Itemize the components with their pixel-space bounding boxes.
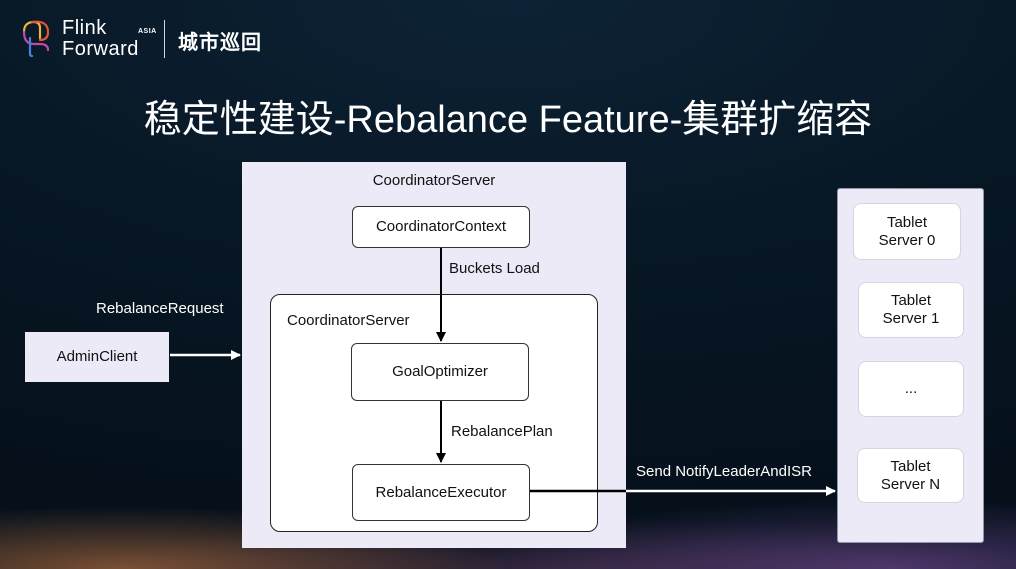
logo-line-2: Forward (62, 38, 139, 60)
tablet-server-n-line1: Tablet (890, 457, 931, 475)
coordinator-context-node: CoordinatorContext (352, 206, 530, 248)
tablet-server-1-line2: Server 1 (882, 310, 940, 327)
logo-divider (164, 20, 165, 58)
logo-city-tour: 城市巡回 (178, 32, 262, 54)
rebalance-plan-label: RebalancePlan (451, 423, 553, 440)
rebalance-request-label: RebalanceRequest (96, 300, 224, 317)
buckets-load-label: Buckets Load (449, 260, 540, 277)
logo-wordmark: Flink Forward (62, 18, 139, 60)
rebalance-executor-node: RebalanceExecutor (352, 464, 530, 521)
tablet-server-ellipsis-line1: ... (904, 380, 918, 397)
send-notify-label: Send NotifyLeaderAndISR (636, 463, 812, 480)
tablet-server-n-line2: Server N (880, 475, 941, 493)
goal-optimizer-node: GoalOptimizer (351, 343, 529, 401)
logo-line-1: Flink (62, 17, 107, 39)
admin-client-node: AdminClient (25, 332, 169, 382)
tablet-server-0-line2: Server 0 (878, 231, 936, 249)
tablet-server-0-line1: Tablet (886, 213, 927, 231)
slide-title: 稳定性建设-Rebalance Feature-集群扩缩容 (143, 99, 873, 141)
flink-forward-logo-icon (22, 20, 50, 58)
tablet-server-ellipsis-node: ... (858, 361, 964, 417)
tablet-server-1-line1: Tablet (890, 292, 931, 309)
logo-asia-tag: ASIA (138, 28, 157, 35)
coordinator-server-outer-label: CoordinatorServer (372, 172, 496, 189)
coordinator-server-inner-label: CoordinatorServer (287, 312, 410, 329)
